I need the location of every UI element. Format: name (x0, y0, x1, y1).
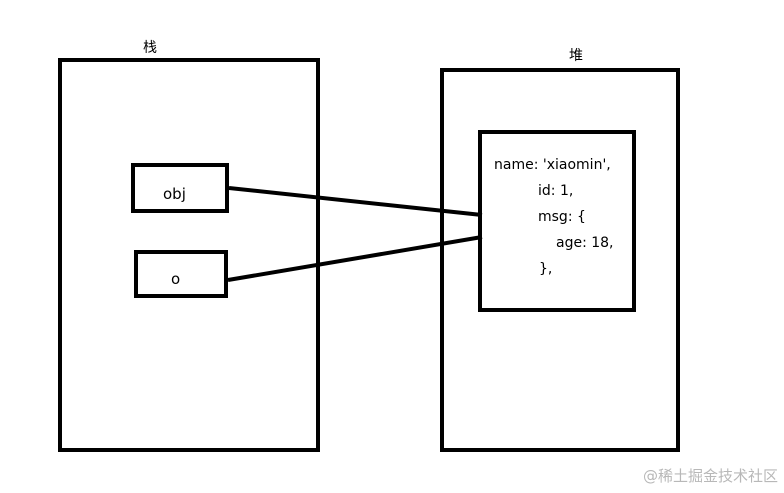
stack-variable-obj (131, 163, 229, 213)
heap-object-line-age: age: 18, (556, 235, 614, 251)
stack-variable-o-label: o (171, 270, 181, 288)
stack-variable-obj-label: obj (163, 185, 186, 203)
heap-object (478, 130, 636, 312)
stack-title: 栈 (143, 40, 157, 56)
heap-object-line-msg: msg: { (538, 209, 586, 225)
stack-variable-o (134, 250, 228, 298)
heap-object-line-close: }, (539, 261, 553, 277)
watermark: @稀土掘金技术社区 (642, 467, 778, 485)
heap-object-line-id: id: 1, (538, 183, 574, 199)
heap-title: 堆 (569, 48, 583, 64)
heap-object-line-name: name: 'xiaomin', (494, 157, 611, 173)
